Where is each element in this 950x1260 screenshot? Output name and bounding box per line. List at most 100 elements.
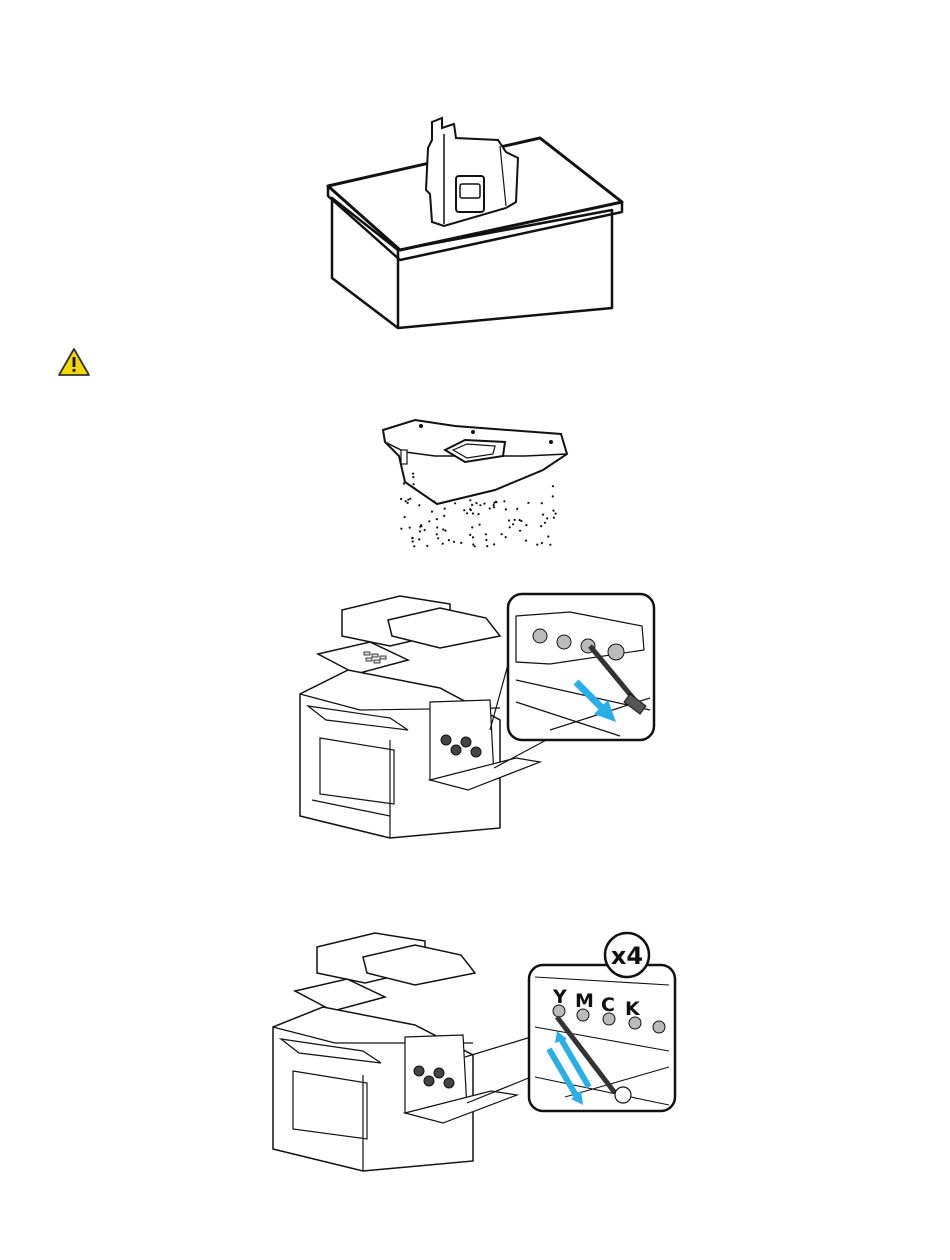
- toner-particle: [516, 508, 518, 510]
- toner-particle: [469, 499, 471, 501]
- toner-particle: [412, 476, 414, 478]
- toner-particle: [454, 502, 456, 504]
- toner-particle: [472, 512, 474, 514]
- toner-particle: [525, 540, 527, 542]
- toner-particle: [544, 522, 546, 524]
- printer-clean-led-windows-illustration: Y M C K x4: [265, 927, 685, 1177]
- toner-particle: [409, 498, 411, 500]
- waste-container-spilling-toner-illustration: [375, 412, 575, 552]
- toner-particle: [436, 526, 438, 528]
- toner-particle: [404, 516, 406, 518]
- toner-particle: [460, 542, 462, 544]
- toner-particle: [479, 504, 481, 506]
- toner-particle: [413, 487, 415, 489]
- toner-particle: [400, 528, 402, 530]
- toner-particle: [413, 545, 415, 547]
- toner-particle: [418, 504, 420, 506]
- toner-particle: [424, 529, 426, 531]
- toner-particle: [474, 545, 476, 547]
- toner-particle: [443, 515, 445, 517]
- toner-particle: [407, 499, 409, 501]
- toner-particle: [549, 544, 551, 546]
- toner-particle: [547, 535, 549, 537]
- waste-container-on-box-figure: [320, 110, 640, 340]
- repeat-badge-label: x4: [611, 942, 643, 970]
- toner-particle: [552, 485, 554, 487]
- toner-particle: [553, 517, 555, 519]
- toner-particle: [540, 525, 542, 527]
- toner-particle: [437, 537, 439, 539]
- toner-particle: [485, 539, 487, 541]
- toner-particle: [436, 518, 438, 520]
- printer-remove-cleaning-rod-illustration: [290, 590, 660, 845]
- toner-particle: [466, 512, 468, 514]
- toner-particle: [469, 534, 471, 536]
- toner-particle: [433, 500, 435, 502]
- toner-particle: [514, 519, 516, 521]
- toner-particle: [495, 501, 497, 503]
- toner-particle: [448, 539, 450, 541]
- toner-particle: [431, 511, 433, 513]
- toner-particle: [479, 524, 481, 526]
- toner-particle: [405, 500, 407, 502]
- toner-particle: [436, 533, 438, 535]
- remove-cleaning-rod-figure: [290, 590, 660, 845]
- toner-particle: [472, 543, 474, 545]
- toner-particle: [525, 524, 527, 526]
- toner-particle: [486, 545, 488, 547]
- toner-particle: [428, 520, 430, 522]
- toner-particle: [503, 500, 505, 502]
- toner-particle: [509, 526, 511, 528]
- toner-particle: [471, 526, 473, 528]
- toner-particle: [442, 543, 444, 545]
- led-label-m: M: [575, 990, 594, 1012]
- waste-toner-container-on-box-illustration: [320, 110, 640, 340]
- warning-icon: [57, 347, 91, 377]
- toner-particle: [420, 524, 422, 526]
- toner-particle: [555, 513, 557, 515]
- toner-particle: [541, 502, 543, 504]
- caution-figure: [57, 347, 91, 377]
- toner-particle: [519, 519, 521, 521]
- toner-particle: [536, 544, 538, 546]
- toner-particle: [412, 473, 414, 475]
- toner-particle: [444, 530, 446, 532]
- toner-particle: [426, 545, 428, 547]
- toner-particle: [400, 498, 402, 500]
- toner-particle: [508, 519, 510, 521]
- led-label-c: C: [601, 994, 615, 1016]
- toner-particle: [409, 527, 411, 529]
- toner-particle: [413, 483, 415, 485]
- toner-particle: [469, 508, 471, 510]
- toner-particle: [412, 540, 414, 542]
- toner-particle: [527, 502, 529, 504]
- toner-particle: [411, 537, 413, 539]
- toner-particle: [489, 507, 491, 509]
- toner-particle: [442, 528, 444, 530]
- toner-particle: [475, 502, 477, 504]
- toner-particle: [477, 513, 479, 515]
- toner-particle: [541, 542, 543, 544]
- toner-particle: [403, 483, 405, 485]
- toner-particle: [501, 533, 503, 535]
- toner-particle: [471, 504, 473, 506]
- clean-led-windows-figure: Y M C K x4: [265, 927, 685, 1177]
- toner-particle: [519, 530, 521, 532]
- toner-particle: [493, 543, 495, 545]
- led-label-k: K: [625, 998, 641, 1020]
- toner-particle: [444, 508, 446, 510]
- led-label-y: Y: [552, 986, 567, 1008]
- toner-particle: [485, 533, 487, 535]
- toner-particle: [493, 506, 495, 508]
- toner-particle: [546, 517, 548, 519]
- toner-particle: [463, 509, 465, 511]
- toner-particle: [418, 538, 420, 540]
- toner-particle: [453, 541, 455, 543]
- toner-particle: [505, 536, 507, 538]
- toner-particle: [512, 523, 514, 525]
- toner-particle: [552, 510, 554, 512]
- toner-particle: [552, 495, 554, 497]
- toner-particle: [542, 514, 544, 516]
- toner-particle: [407, 502, 409, 504]
- toner-particle: [493, 504, 495, 506]
